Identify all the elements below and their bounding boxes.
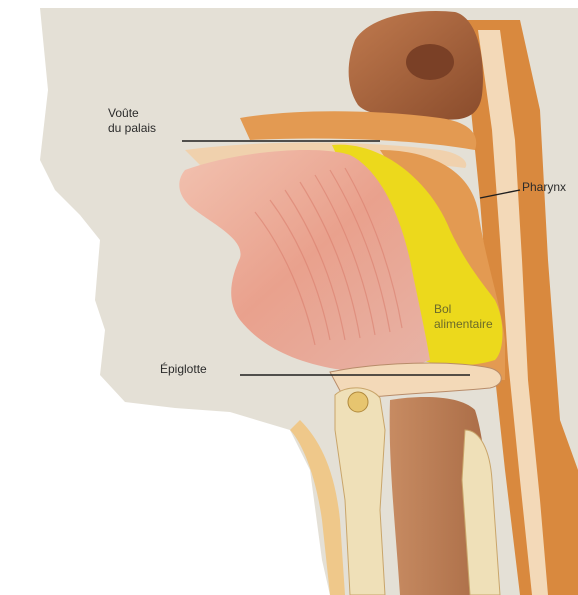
nasal-concha [406, 44, 454, 80]
bolus-label-line1: Bol [434, 302, 493, 317]
palate-label-line1: Voûte [108, 106, 156, 121]
pharynx-label-text: Pharynx [522, 180, 566, 195]
palate-label-line2: du palais [108, 121, 156, 136]
hyoid [348, 392, 368, 412]
epiglottis-label: Épiglotte [160, 362, 207, 377]
bolus-label-line2: alimentaire [434, 317, 493, 332]
pharynx-label: Pharynx [522, 180, 566, 195]
palate-label: Voûte du palais [108, 106, 156, 136]
bolus-label: Bol alimentaire [434, 302, 493, 332]
epiglottis-label-text: Épiglotte [160, 362, 207, 377]
